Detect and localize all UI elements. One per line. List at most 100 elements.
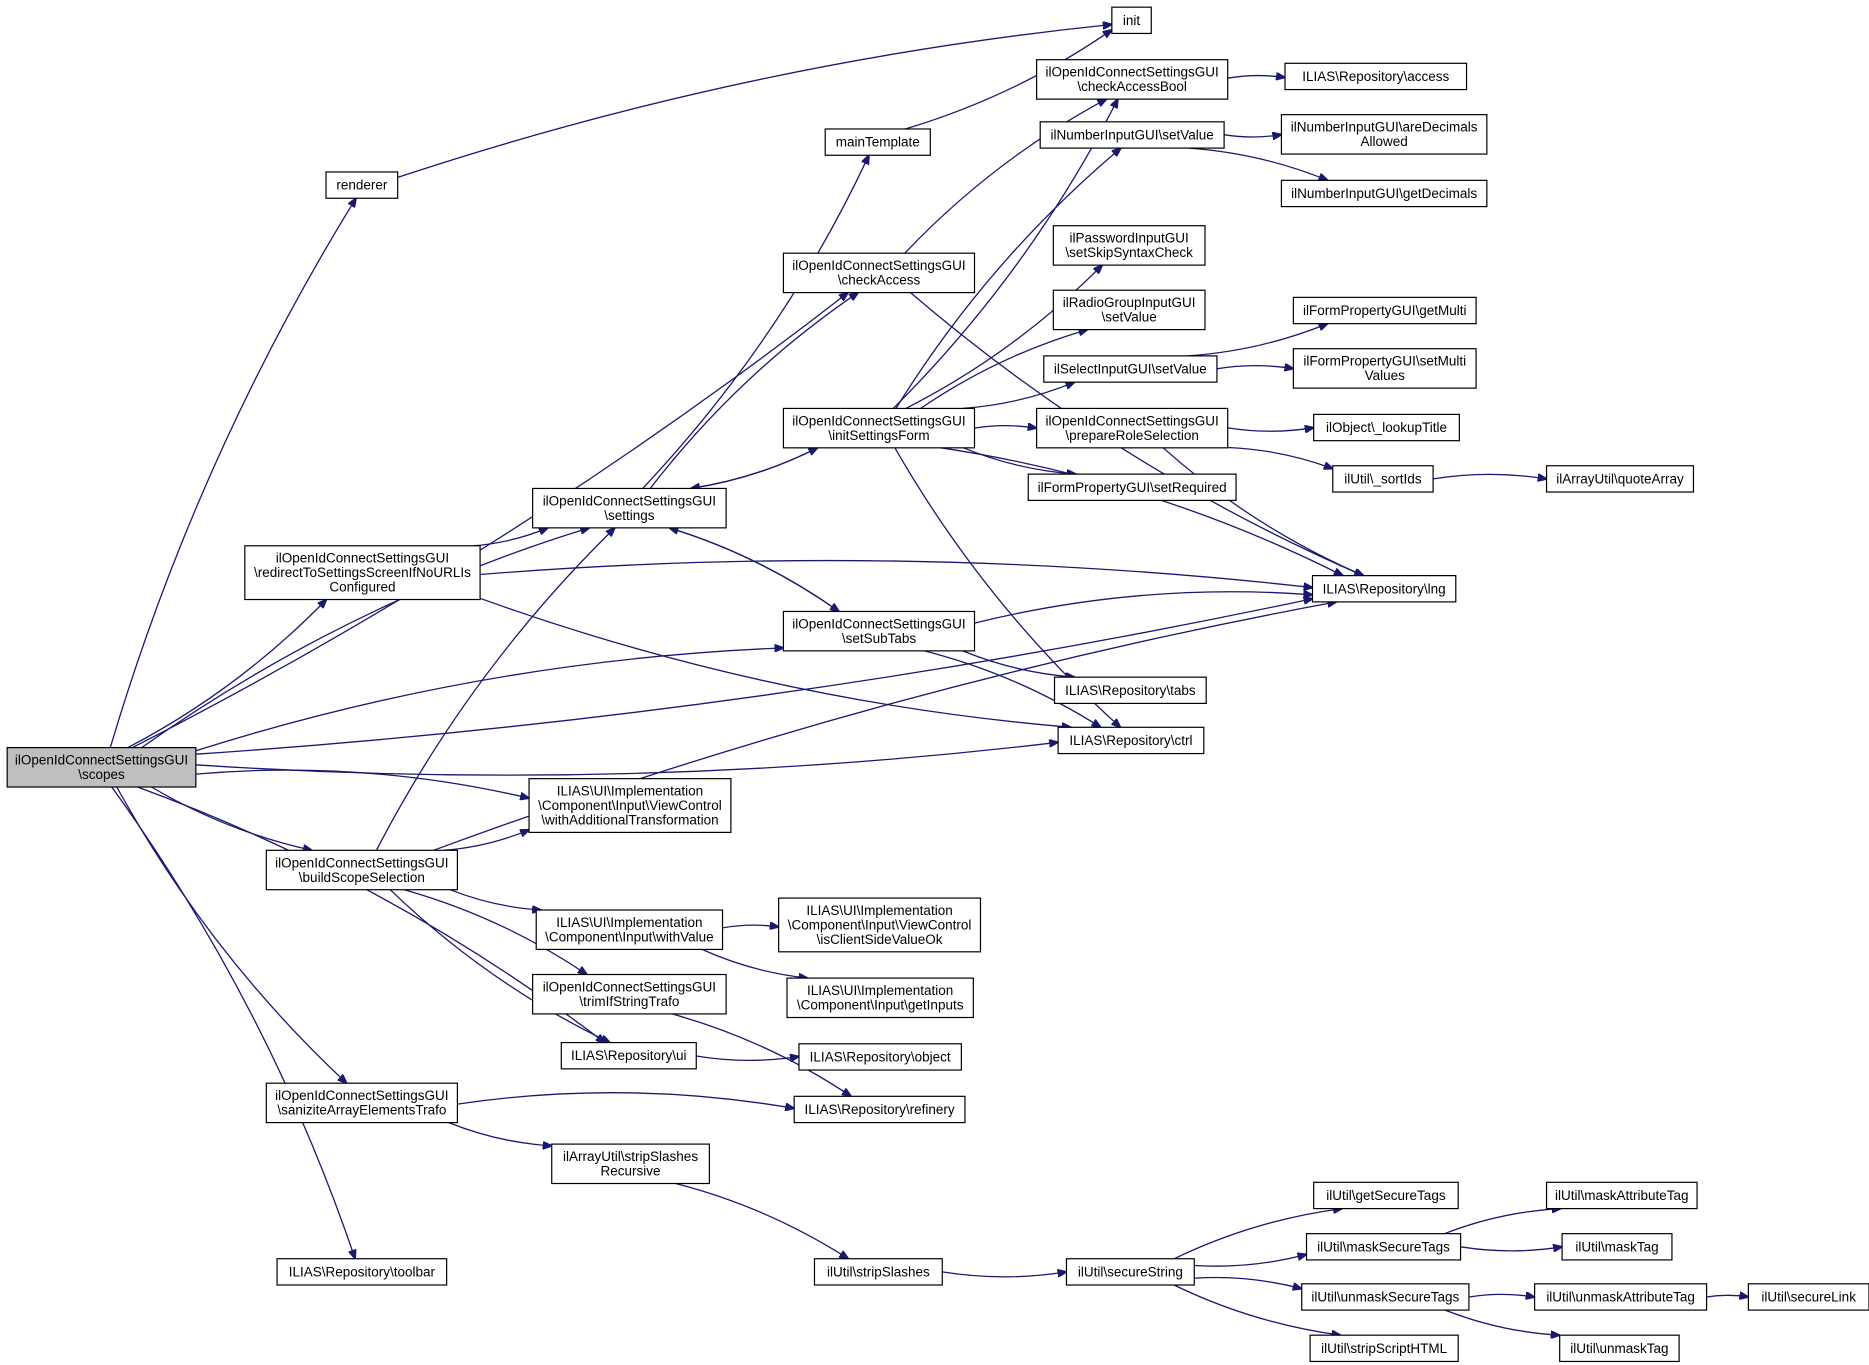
node-label-line: ilOpenIdConnectSettingsGUI [1045,413,1218,428]
node-init[interactable]: init [1111,6,1152,35]
node-label-line: ILIAS\Repository\ui [571,1048,687,1063]
node-label-line: ilFormPropertyGUI\setMulti [1303,354,1466,369]
node-checkAccessBool[interactable]: ilOpenIdConnectSettingsGUI\checkAccessBo… [1036,59,1229,100]
node-box [325,171,399,199]
edge-redirect-to-lng [480,559,1312,588]
node-box [1332,465,1434,493]
node-unmaskAttr[interactable]: ilUtil\unmaskAttributeTag [1534,1283,1708,1311]
edge-withValue-to-isClientSide [722,925,779,928]
edge-mainTemplate-to-init [904,30,1112,130]
edge-unmaskSecureTags-to-unmaskAttr [1468,1294,1535,1297]
node-box [276,1258,448,1286]
node-quoteArray[interactable]: ilArrayUtil\quoteArray [1545,465,1695,493]
edge-prepareRole-to-lng [1162,447,1363,576]
node-setSubTabs[interactable]: ilOpenIdConnectSettingsGUI\setSubTabs [782,610,976,652]
node-secureString[interactable]: ilUtil\secureString [1065,1258,1195,1286]
node-getSecureTags[interactable]: ilUtil\getSecureTags [1313,1181,1459,1210]
edge-setSubTabs-to-settings [669,528,840,613]
node-maskTag[interactable]: ilUtil\maskTag [1561,1233,1673,1261]
node-box [1065,1258,1195,1286]
node-label-line: \initSettingsForm [828,428,929,443]
node-secureLink[interactable]: ilUtil\secureLink [1747,1283,1869,1311]
node-label-line: ilUtil\maskAttributeTag [1555,1188,1689,1203]
edge-initSettingsForm-to-lng [940,447,1343,576]
node-getInputs[interactable]: ILIAS\UI\Implementation\Component\Input\… [786,977,974,1019]
node-label-line: ILIAS\UI\Implementation [557,784,703,799]
node-initSettingsForm[interactable]: ilOpenIdConnectSettingsGUI\initSettingsF… [782,407,976,449]
node-getDecimals[interactable]: ilNumberInputGUI\getDecimals [1280,179,1488,208]
node-label-line: ilNumberInputGUI\getDecimals [1291,186,1477,201]
node-label-line: \withAdditionalTransformation [541,813,718,828]
node-withAddTrafo[interactable]: ILIAS\UI\Implementation\Component\Input\… [528,778,732,833]
node-getMulti[interactable]: ilFormPropertyGUI\getMulti [1292,296,1477,325]
nodes-layer: ilOpenIdConnectSettingsGUI\scopes rendere… [6,6,1869,1363]
node-renderer[interactable]: renderer [325,171,399,199]
node-box [1043,355,1218,383]
node-stripScript[interactable]: ilUtil\stripScriptHTML [1309,1334,1459,1363]
node-radioSetValue[interactable]: ilRadioGroupInputGUI\setValue [1052,289,1206,331]
node-ctrl[interactable]: ILIAS\Repository\ctrl [1057,726,1205,755]
node-settings[interactable]: ilOpenIdConnectSettingsGUI\settings [532,487,727,529]
node-label-line: \Component\Input\ViewControl [538,798,722,813]
node-label-line: ILIAS\UI\Implementation [806,903,952,918]
node-refinery[interactable]: ILIAS\Repository\refinery [793,1095,966,1124]
node-pwdSkip[interactable]: ilPasswordInputGUI\setSkipSyntaxCheck [1052,225,1206,266]
edge-setSubTabs-to-tabs [962,650,1075,677]
node-box [1053,676,1207,705]
node-buildScope[interactable]: ilOpenIdConnectSettingsGUI\buildScopeSel… [265,849,458,891]
node-stripSlashes[interactable]: ilUtil\stripSlashes [813,1258,943,1286]
node-label-line: \setValue [1102,310,1157,325]
edge-scopes-to-lng [195,599,1313,755]
node-box [535,909,724,951]
edge-secureString-to-stripScript [1173,1284,1341,1335]
edge-buildScope-to-settings [375,528,614,851]
node-lookupTitle[interactable]: ilObject\_lookupTitle [1313,413,1460,442]
node-object[interactable]: ILIAS\Repository\object [798,1043,962,1071]
node-box [560,1041,697,1070]
node-label-line: ilRadioGroupInputGUI [1063,295,1196,310]
node-isClientSide[interactable]: ILIAS\UI\Implementation\Component\Input\… [778,897,982,953]
node-checkAccess[interactable]: ilOpenIdConnectSettingsGUI\checkAccess [782,252,976,294]
node-unmaskSecureTags[interactable]: ilUtil\unmaskSecureTags [1301,1283,1470,1311]
node-tabs[interactable]: ILIAS\Repository\tabs [1053,676,1207,705]
node-label-line: ilUtil\maskSecureTags [1317,1239,1450,1254]
node-setRequired[interactable]: ilFormPropertyGUI\setRequired [1027,473,1237,501]
node-ui[interactable]: ILIAS\Repository\ui [560,1041,697,1070]
node-toolbar[interactable]: ILIAS\Repository\toolbar [276,1258,448,1286]
edge-buildScope-to-ui [389,889,610,1043]
edge-initSettingsForm-to-pwdSkip [905,265,1102,409]
node-scopes[interactable]: ilOpenIdConnectSettingsGUI\scopes [6,746,197,788]
node-maskSecureTags[interactable]: ilUtil\maskSecureTags [1305,1233,1462,1261]
edge-initSettingsForm-to-numSetValue [895,148,1121,409]
edge-buildScope-to-withAddTrafo [443,830,529,851]
node-withValue[interactable]: ILIAS\UI\Implementation\Component\Input\… [535,909,724,951]
edge-withValue-to-getInputs [701,948,808,978]
node-repoAccess[interactable]: ILIAS\Repository\access [1284,62,1468,91]
node-box [1561,1233,1673,1261]
node-box [1305,1233,1462,1261]
node-box [532,973,727,1015]
node-maskAttr[interactable]: ilUtil\maskAttributeTag [1545,1181,1698,1210]
node-redirect[interactable]: ilOpenIdConnectSettingsGUI\redirectToSet… [244,545,481,601]
node-numSetValue[interactable]: ilNumberInputGUI\setValue [1039,121,1225,149]
node-sanitize[interactable]: ilOpenIdConnectSettingsGUI\saniziteArray… [265,1082,458,1124]
node-sortIds[interactable]: ilUtil\_sortIds [1332,465,1434,493]
node-selectSetValue[interactable]: ilSelectInputGUI\setValue [1043,355,1218,383]
node-box [782,252,976,294]
node-prepareRole[interactable]: ilOpenIdConnectSettingsGUI\prepareRoleSe… [1036,407,1229,449]
node-label-line: ilOpenIdConnectSettingsGUI [275,855,448,870]
node-lng[interactable]: ILIAS\Repository\lng [1311,575,1457,603]
node-mainTemplate[interactable]: mainTemplate [824,128,931,156]
node-box [1311,575,1457,603]
node-box [1313,413,1460,442]
node-box [786,977,974,1019]
node-unmaskTag[interactable]: ilUtil\unmaskTag [1559,1334,1680,1363]
node-trimIf[interactable]: ilOpenIdConnectSettingsGUI\trimIfStringT… [532,973,727,1015]
node-box [1301,1283,1470,1311]
node-label-line: \checkAccessBool [1077,79,1187,94]
node-box [1036,407,1229,449]
